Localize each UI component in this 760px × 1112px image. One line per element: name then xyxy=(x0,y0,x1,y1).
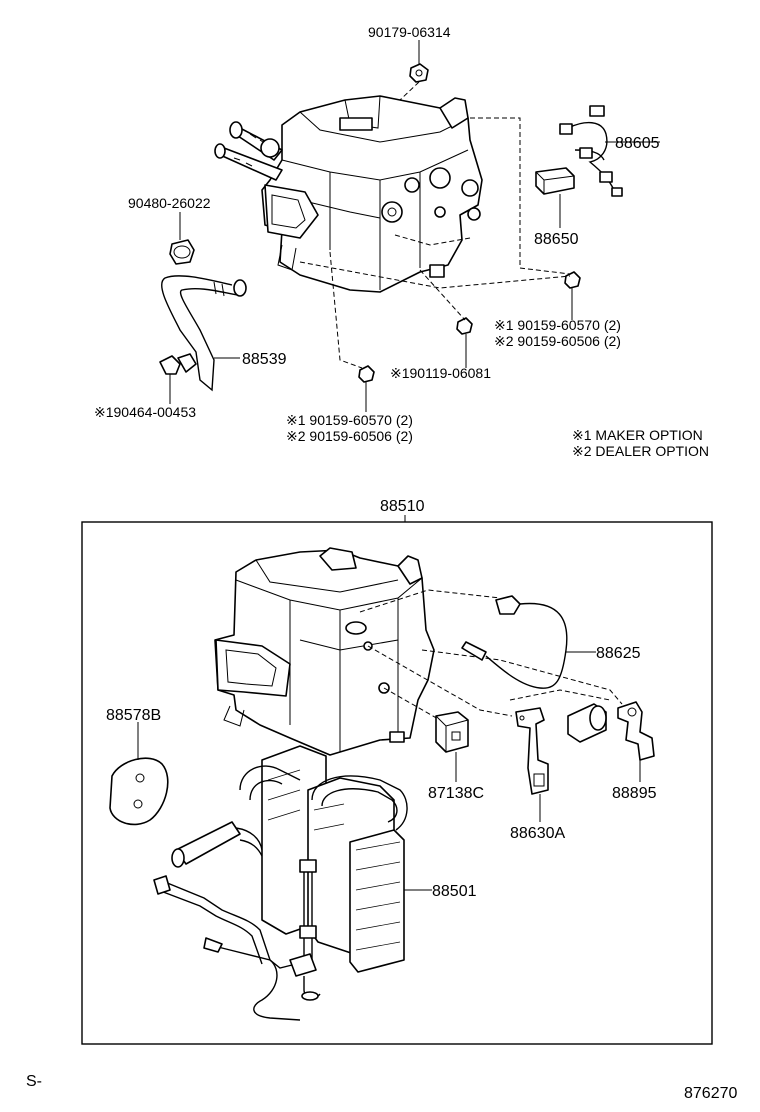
label-88650: 88650 xyxy=(534,231,579,248)
top-dashed-leaders xyxy=(299,81,571,369)
label-bottom-option-1: ※1 90159-60570 (2) xyxy=(286,412,413,428)
drain-hose-88539 xyxy=(161,275,247,392)
frame-dashed-leaders xyxy=(359,589,623,721)
label-88625: 88625 xyxy=(596,645,641,662)
label-88895: 88895 xyxy=(612,785,657,802)
relay-88650 xyxy=(535,167,575,195)
legend-maker-option: ※1 MAKER OPTION xyxy=(572,427,703,443)
label-90179-06314: 90179-06314 xyxy=(368,24,451,40)
screw-right-opt xyxy=(564,271,581,289)
top-heater-unit xyxy=(214,95,483,293)
seal-88578b xyxy=(109,757,169,826)
assembly-frame-88510 xyxy=(81,521,713,1045)
label-right-option-1: ※1 90159-60570 (2) xyxy=(494,317,621,333)
bracket-88895 xyxy=(617,701,655,761)
label-90464-00453: ※190464-00453 xyxy=(94,404,196,420)
label-87138c: 87138C xyxy=(428,785,484,802)
screw-bottom-opt xyxy=(358,365,375,383)
bracket-88630a xyxy=(515,707,549,795)
thermistor-88625 xyxy=(461,595,568,689)
label-88630a: 88630A xyxy=(510,825,565,842)
resistor-87138c xyxy=(435,711,469,753)
label-right-option-2: ※2 90159-60506 (2) xyxy=(494,333,621,349)
diagram-number: 876270 xyxy=(684,1085,737,1102)
label-90119-06081: ※190119-06081 xyxy=(390,365,491,381)
label-88605: 88605 xyxy=(615,135,660,152)
wire-harness-88605 xyxy=(559,105,623,197)
capacitor-cylinder xyxy=(567,703,607,743)
label-88501: 88501 xyxy=(432,883,477,900)
top-leaders xyxy=(169,40,660,412)
grommet-90480 xyxy=(169,239,195,265)
corner-code-left: S- xyxy=(26,1073,42,1090)
label-bottom-option-2: ※2 90159-60506 (2) xyxy=(286,428,413,444)
legend-dealer-option: ※2 DEALER OPTION xyxy=(572,443,709,459)
label-90480-26022: 90480-26022 xyxy=(128,195,211,211)
clip-90464 xyxy=(159,353,197,375)
frame-leaders xyxy=(137,651,641,891)
screw-90119 xyxy=(456,317,473,335)
evaporator-88501 xyxy=(153,745,408,1021)
label-88539: 88539 xyxy=(242,351,287,368)
label-88510: 88510 xyxy=(380,498,425,515)
screw-90179 xyxy=(409,63,429,83)
label-88578b: 88578B xyxy=(106,707,161,724)
frame-heater-case xyxy=(214,547,435,756)
